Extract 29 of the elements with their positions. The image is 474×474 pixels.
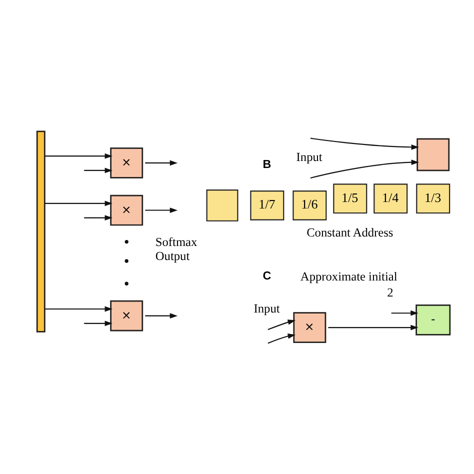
arrow [268, 333, 296, 344]
arrow [45, 306, 112, 312]
label: Softmax Output [155, 235, 198, 263]
arrow [310, 160, 419, 179]
edge-label: Input [296, 150, 322, 164]
node-box: 1/7 [250, 190, 284, 220]
arrow [268, 320, 296, 330]
node-box: 1/6 [292, 190, 327, 220]
label: Constant Address [306, 226, 394, 240]
arrow [84, 320, 112, 326]
node-box: 1/3 [416, 184, 450, 214]
arrow [145, 208, 178, 213]
arrow [328, 324, 418, 330]
arrow [145, 160, 178, 166]
label: C [262, 270, 272, 283]
arrow [84, 215, 112, 220]
edge-label: 2 [387, 285, 394, 300]
node-box: 1/5 [333, 184, 368, 214]
label: B [262, 158, 272, 171]
arrow [84, 168, 112, 174]
node-box: 1/4 [374, 184, 408, 214]
edge-label: Input [254, 302, 280, 316]
arrow [45, 200, 112, 206]
arrow [310, 138, 419, 150]
label: Approximate initial [300, 269, 398, 284]
node-box [206, 189, 238, 222]
arrow [145, 313, 178, 319]
arrow [45, 153, 112, 159]
arrow [391, 310, 418, 316]
